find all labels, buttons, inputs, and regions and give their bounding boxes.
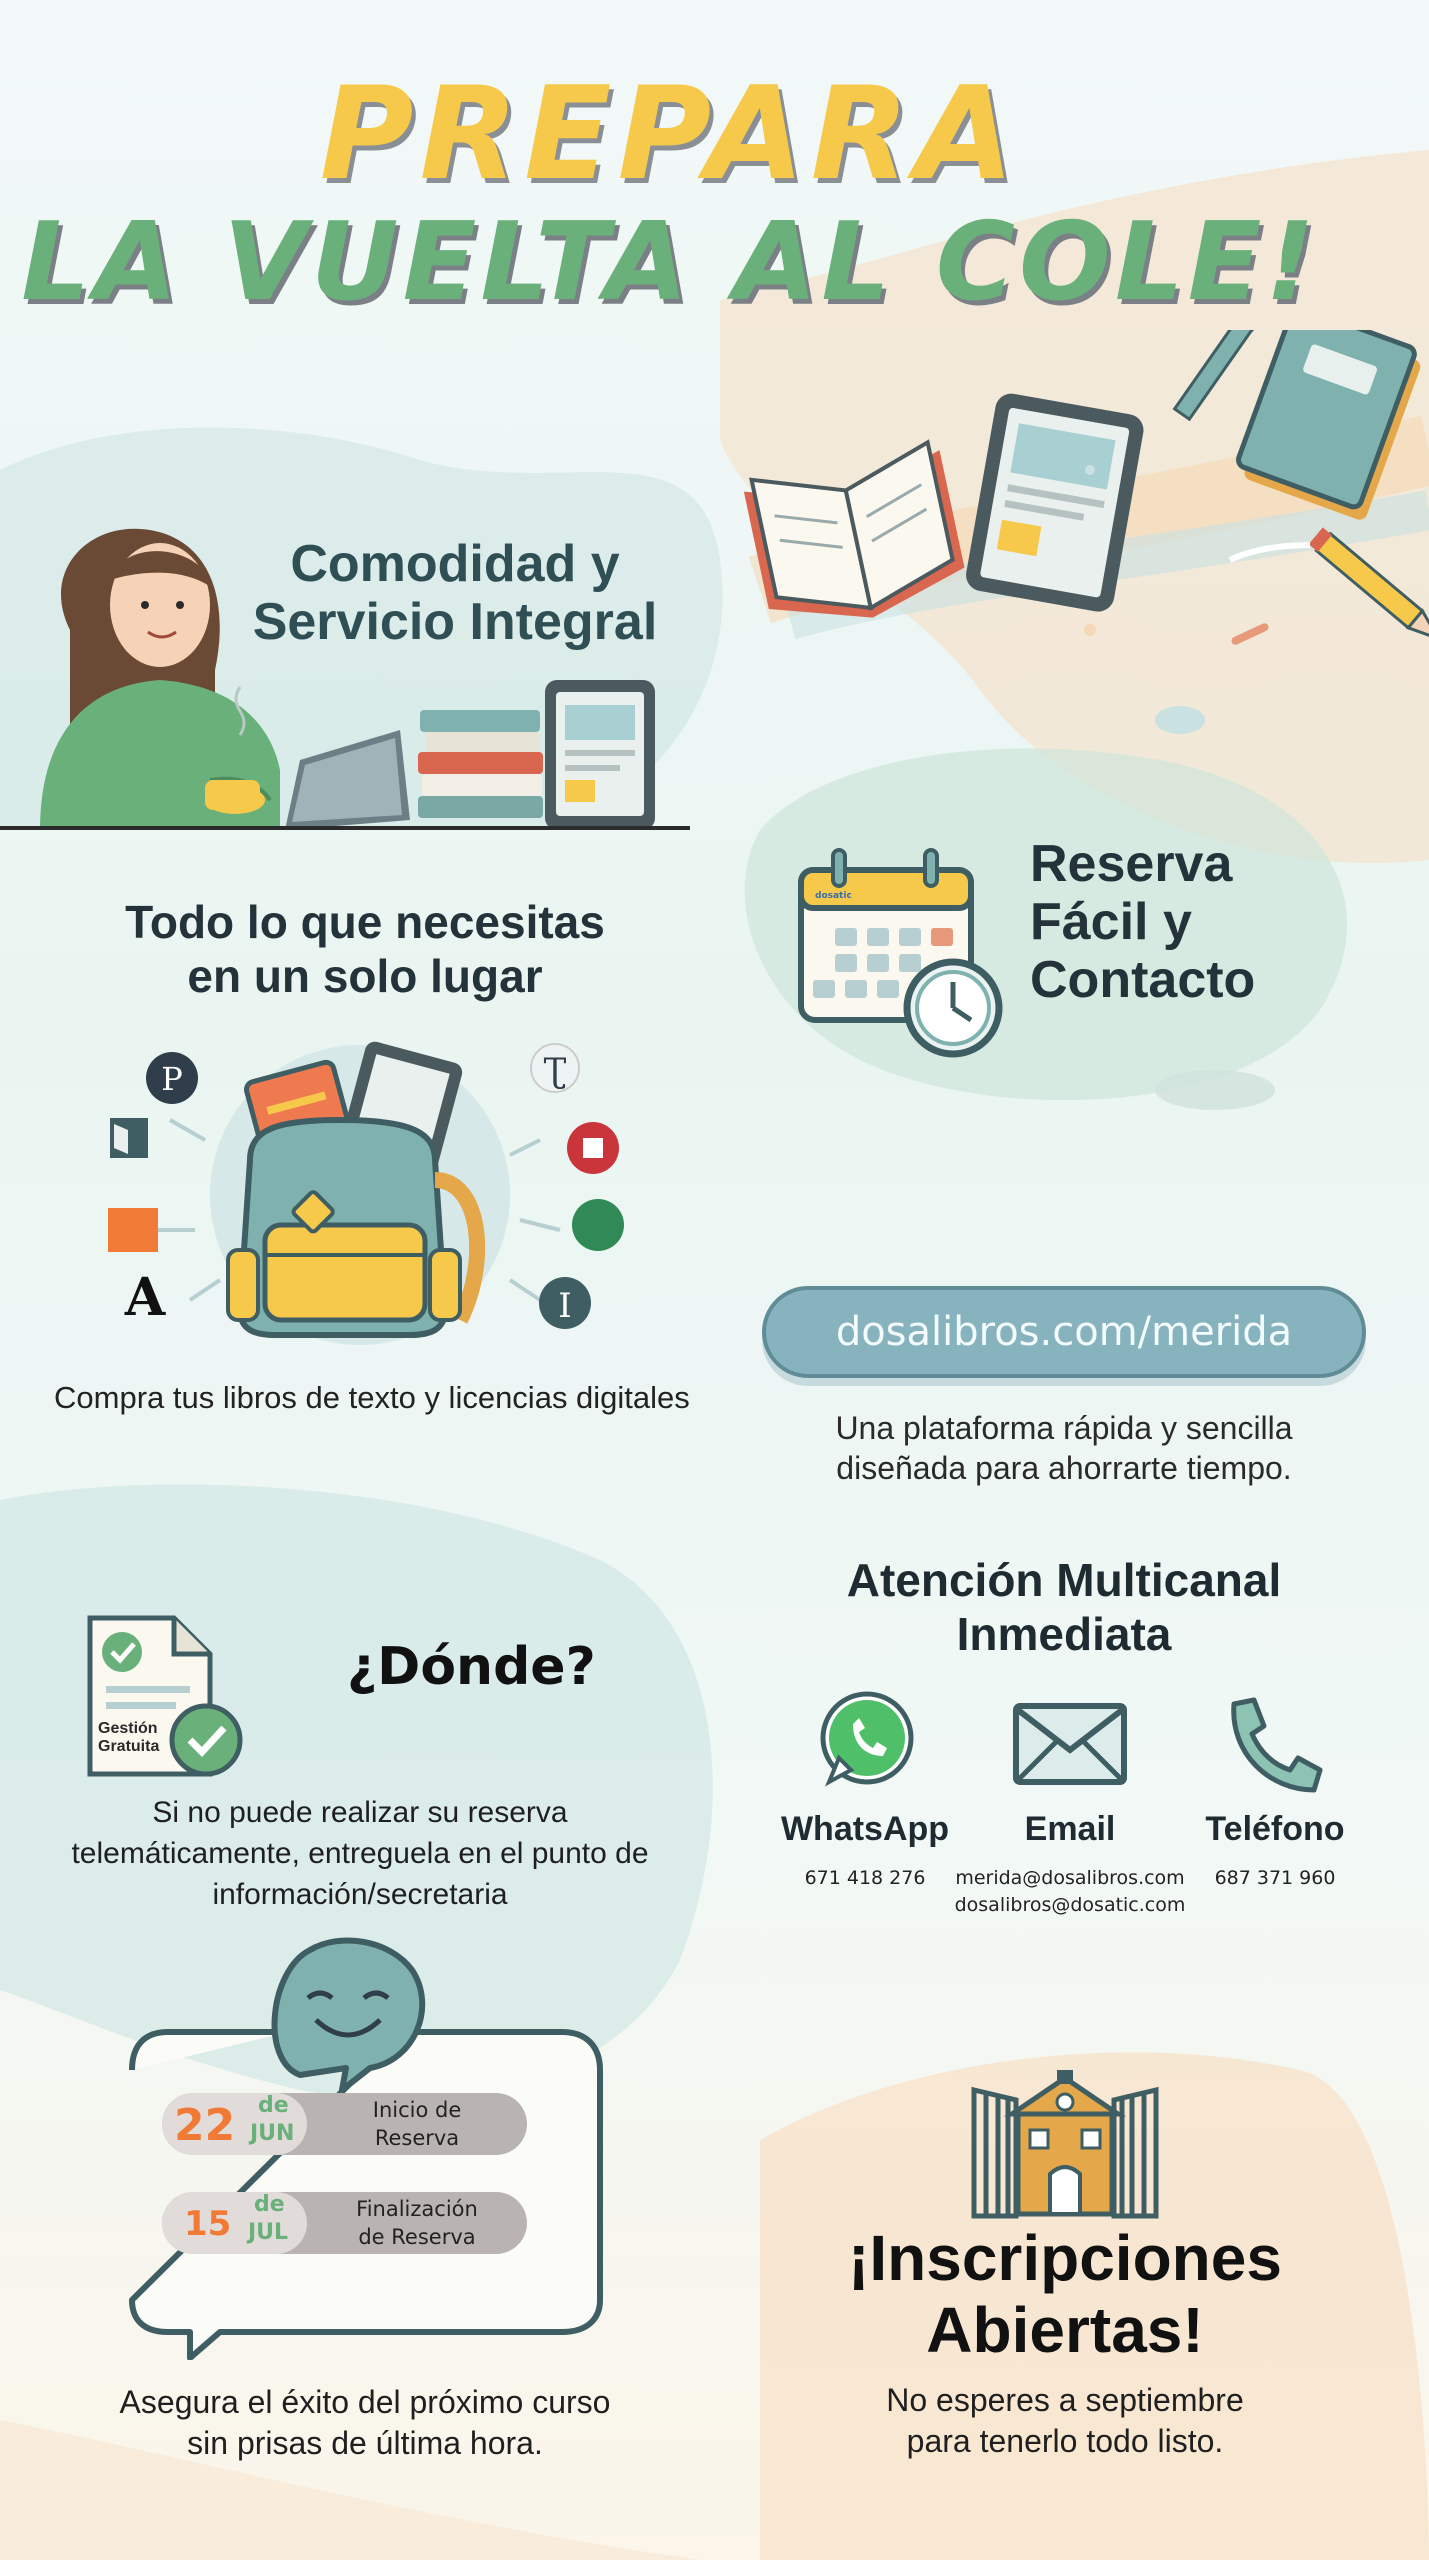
todo-caption: Compra tus libros de texto y licencias d… xyxy=(54,1380,690,1415)
date-label-line1: Finalización xyxy=(356,2197,478,2221)
platform-desc-line1: Una plataforma rápida y sencilla xyxy=(835,1410,1293,1446)
inscripciones-sub-line1: No esperes a septiembre xyxy=(886,2382,1244,2418)
whatsapp-label: WhatsApp xyxy=(780,1810,950,1848)
woman-laptop-illustration xyxy=(0,528,690,830)
todo-line1: Todo lo que necesitas xyxy=(125,896,605,948)
date-de: de xyxy=(258,2093,289,2118)
donde-title: ¿Dónde? xyxy=(347,1637,596,1697)
date-day: 22 xyxy=(174,2100,236,2151)
date-label-line2: Reserva xyxy=(374,2126,460,2150)
publisher-logo-t: Ʈ xyxy=(544,1051,567,1091)
reserva-line1: Reserva xyxy=(1030,835,1233,893)
calendar-clock-icon xyxy=(798,848,1003,1058)
badge-line1: Gestión xyxy=(98,1720,158,1737)
contact-phone[interactable]: Teléfono 687 371 960 xyxy=(1175,1690,1375,1940)
closing-text: Asegura el éxito del próximo curso sin p… xyxy=(60,2382,670,2464)
backpack-publishers-illustration: P A Ʈ I xyxy=(108,1041,624,1345)
reserva-title: Reserva Fácil y Contacto xyxy=(1030,835,1255,1009)
publisher-logo-p: P xyxy=(161,1060,183,1098)
donde-text-line3: información/secretaria xyxy=(212,1878,508,1911)
date-pill-left xyxy=(162,2192,307,2254)
document-check-icon xyxy=(87,1615,243,1777)
date-label-line2: de Reserva xyxy=(358,2225,476,2249)
hero-title-line1: PREPARA xyxy=(319,60,1021,209)
donde-text-line1: Si no puede realizar su reserva xyxy=(152,1796,568,1829)
contact-title-line1: Atención Multicanal xyxy=(846,1554,1282,1606)
date-pill-finalizacion: 15 de JUL Finalización de Reserva xyxy=(162,2192,527,2254)
whatsapp-icon xyxy=(820,1691,914,1787)
gestion-gratuita-badge: Gestión Gratuita xyxy=(98,1720,178,1756)
date-label-line1: Inicio de xyxy=(372,2098,462,2122)
date-de: de xyxy=(254,2192,285,2217)
reserva-line3: Contacto xyxy=(1030,951,1256,1009)
platform-desc-line2: diseñada para ahorrarte tiempo. xyxy=(836,1450,1292,1486)
date-month: JUL xyxy=(248,2220,289,2245)
closing-line2: sin prisas de última hora. xyxy=(187,2425,543,2461)
donde-text: Si no puede realizar su reserva telemáti… xyxy=(30,1792,690,1915)
date-month: JUN xyxy=(250,2121,295,2146)
publisher-logo-a: A xyxy=(124,1267,166,1328)
hero-title-line2: LA VUELTA AL COLE! xyxy=(21,200,1319,325)
publisher-logo-i: I xyxy=(558,1286,571,1326)
contact-email[interactable]: Email merida@dosalibros.com dosalibros@d… xyxy=(955,1690,1195,1940)
reserva-line2: Fácil y xyxy=(1030,893,1192,951)
comodidad-line1: Comodidad y xyxy=(290,535,620,593)
inscripciones-subtitle: No esperes a septiembre para tenerlo tod… xyxy=(780,2380,1350,2462)
phone-number[interactable]: 687 371 960 xyxy=(1214,1867,1336,1889)
contact-title-line2: Inmediata xyxy=(956,1608,1172,1660)
todo-line2: en un solo lugar xyxy=(187,950,543,1002)
email-address-2[interactable]: dosalibros@dosatic.com xyxy=(954,1894,1186,1916)
inscripciones-line2: Abiertas! xyxy=(926,2294,1204,2366)
inscripciones-line1: ¡Inscripciones xyxy=(848,2222,1282,2294)
todo-title: Todo lo que necesitas en un solo lugar xyxy=(60,895,670,1003)
email-label: Email xyxy=(1024,1810,1116,1848)
calendar-dosatic-label: dosatic xyxy=(815,891,852,901)
comodidad-title: Comodidad y Servicio Integral xyxy=(240,535,670,651)
phone-icon xyxy=(1231,1697,1323,1793)
closing-line1: Asegura el éxito del próximo curso xyxy=(119,2384,611,2420)
whatsapp-number[interactable]: 671 418 276 xyxy=(804,1867,926,1889)
phone-label: Teléfono xyxy=(1205,1810,1345,1848)
date-pill-inicio: 22 de JUN Inicio de Reserva xyxy=(162,2093,527,2155)
platform-description: Una plataforma rápida y sencilla diseñad… xyxy=(762,1408,1366,1488)
comodidad-line2: Servicio Integral xyxy=(252,593,658,651)
date-day: 15 xyxy=(184,2204,232,2244)
date-pill-left xyxy=(162,2093,307,2155)
envelope-icon xyxy=(1013,1703,1127,1785)
school-gate-icon xyxy=(971,2070,1159,2219)
inscripciones-sub-line2: para tenerlo todo listo. xyxy=(906,2423,1224,2459)
platform-url-link[interactable]: dosalibros.com/merida xyxy=(762,1286,1366,1378)
books-tablet-pencils-illustration xyxy=(743,330,1429,734)
badge-line2: Gratuita xyxy=(98,1738,160,1755)
inscripciones-title: ¡Inscripciones Abiertas! xyxy=(780,2222,1350,2366)
contact-title: Atención Multicanal Inmediata xyxy=(762,1553,1366,1661)
contact-whatsapp[interactable]: WhatsApp 671 418 276 xyxy=(770,1690,960,1940)
donde-text-line2: telemáticamente, entreguela en el punto … xyxy=(71,1837,649,1870)
email-address-1[interactable]: merida@dosalibros.com xyxy=(955,1867,1185,1889)
